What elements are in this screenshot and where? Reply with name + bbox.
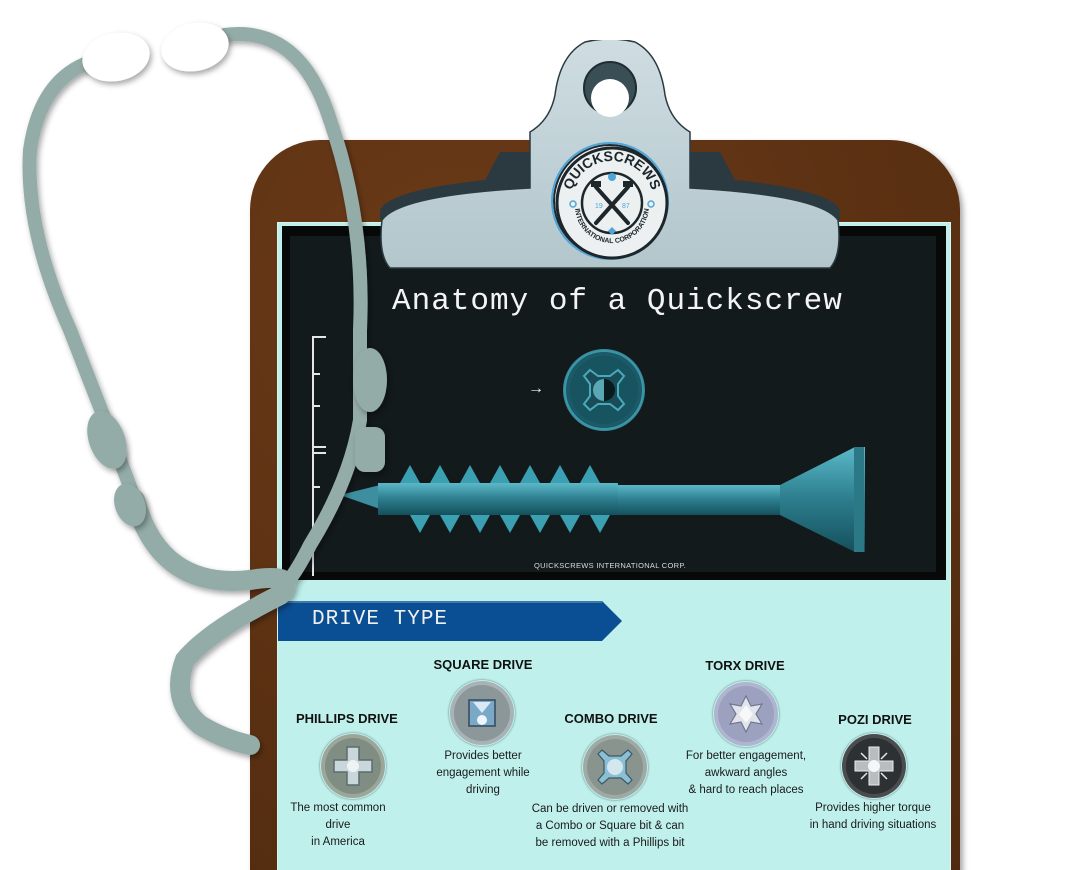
drive-type-heading: DRIVE TYPE xyxy=(312,608,449,631)
screw-side-view xyxy=(340,447,880,557)
combo-drive-description: Can be driven or removed with a Combo or… xyxy=(531,803,689,849)
square-drive-title: SQUARE DRIVE xyxy=(433,657,533,672)
arrow-icon: → xyxy=(528,380,544,397)
pozi-drive-title: POZI DRIVE xyxy=(838,712,912,727)
torx-head-icon xyxy=(713,681,779,747)
quickscrews-logo: QUICKSCREWS INTERNATIONAL CORPORATION 19… xyxy=(551,142,669,260)
torx-drive-description: For better engagement, awkward angles & … xyxy=(685,750,807,796)
combo-head-icon xyxy=(582,734,648,800)
svg-text:19: 19 xyxy=(595,203,603,210)
screw-head-top-view xyxy=(563,349,645,431)
phillips-drive-title: PHILLIPS DRIVE xyxy=(296,711,398,726)
phillips-drive-description: The most common drive in America xyxy=(290,802,386,848)
square-head-icon xyxy=(449,680,515,746)
square-drive-description: Provides better engagement while driving xyxy=(436,750,530,796)
photo-caption: QUICKSCREWS INTERNATIONAL CORP. xyxy=(534,561,687,570)
ruler-scale xyxy=(312,336,332,576)
poster-title: Anatomy of a Quickscrew xyxy=(392,284,843,319)
pozi-head-icon xyxy=(841,733,907,799)
drive-type-banner xyxy=(278,601,622,641)
phillips-head-icon xyxy=(320,733,386,799)
pozi-drive-description: Provides higher torque in hand driving s… xyxy=(809,802,937,831)
svg-text:87: 87 xyxy=(622,203,630,210)
torx-drive-title: TORX DRIVE xyxy=(705,658,785,673)
combo-drive-title: COMBO DRIVE xyxy=(564,711,658,726)
